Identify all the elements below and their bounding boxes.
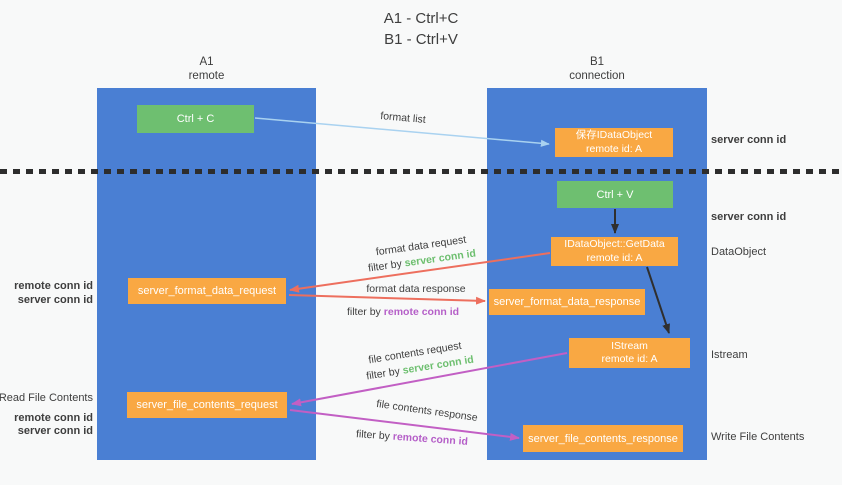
node-server-format-data-response: server_format_data_response [489, 289, 645, 315]
side-label-remote-conn-id-format: remote conn id [14, 280, 93, 292]
lane-left-title: A1 [199, 56, 214, 68]
node-server-format-data-request-label: server_format_data_request [137, 285, 277, 297]
side-label-read-file-contents: Read File Contents [0, 392, 93, 404]
node-istream-line1: IStream [611, 339, 648, 352]
side-label-server-conn-id-mid-right: server conn id [711, 211, 787, 223]
node-ctrl-c: Ctrl + C [137, 105, 254, 133]
side-label-write-file-contents: Write File Contents [711, 431, 805, 443]
node-ctrl-v: Ctrl + V [557, 181, 673, 208]
diagram-title: A1 - Ctrl+C B1 - Ctrl+V [311, 8, 531, 50]
node-save-idataobject-line1: 保存IDataObject [575, 129, 653, 141]
lane-left-subtitle: remote [188, 70, 225, 82]
title-line-2: B1 - Ctrl+V [384, 31, 458, 48]
node-server-format-data-response-label: server_format_data_response [493, 296, 641, 308]
lane-header-right: B1 connection [487, 55, 707, 83]
node-server-file-contents-response: server_file_contents_response [523, 425, 683, 452]
side-label-server-conn-id-top-right: server conn id [711, 134, 787, 146]
side-label-istream: Istream [711, 349, 748, 361]
side-label-server-conn-id-format: server conn id [17, 294, 93, 306]
lane-header-left: A1 remote [97, 55, 316, 83]
node-istream-line2: remote id: A [601, 353, 658, 365]
edge-label-format-data-response: format data response [366, 283, 466, 295]
side-label-server-conn-id-file: server conn id [17, 425, 93, 437]
arrow-format-data-response [288, 294, 486, 305]
filter-by-text: filter by [346, 306, 381, 318]
remote-conn-id-text: remote conn id [383, 306, 460, 318]
title-line-1: A1 - Ctrl+C [383, 10, 459, 27]
session-divider-dashed-line [0, 169, 842, 174]
node-istream: IStream remote id: A [569, 338, 690, 368]
node-ctrl-v-label: Ctrl + V [596, 188, 634, 201]
node-save-idataobject: 保存IDataObject remote id: A [555, 128, 673, 157]
lane-right-title: B1 [589, 56, 605, 68]
node-ctrl-c-label: Ctrl + C [176, 113, 215, 125]
node-save-idataobject-line2: remote id: A [585, 142, 643, 155]
node-idataobject-getdata-line1: IDataObject::GetData [564, 238, 665, 250]
side-label-dataobject: DataObject [711, 246, 767, 258]
filter-by-text: filter by [355, 428, 391, 443]
node-server-format-data-request: server_format_data_request [128, 278, 286, 304]
side-label-remote-conn-id-file: remote conn id [14, 412, 93, 424]
node-idataobject-getdata: IDataObject::GetData remote id: A [551, 237, 678, 266]
node-server-file-contents-request: server_file_contents_request [127, 392, 287, 418]
node-idataobject-getdata-line2: remote id: A [586, 251, 643, 264]
arrow-file-contents-response [289, 409, 520, 441]
node-server-file-contents-request-label: server_file_contents_request [136, 399, 278, 411]
arrow-file-contents-request [291, 352, 568, 407]
node-server-file-contents-response-label: server_file_contents_response [528, 432, 678, 445]
arrow-format-data-request [289, 252, 551, 293]
lane-right-subtitle: connection [569, 70, 625, 82]
arrow-format-list [254, 117, 550, 147]
arrow-getdata-to-istream [646, 266, 670, 334]
